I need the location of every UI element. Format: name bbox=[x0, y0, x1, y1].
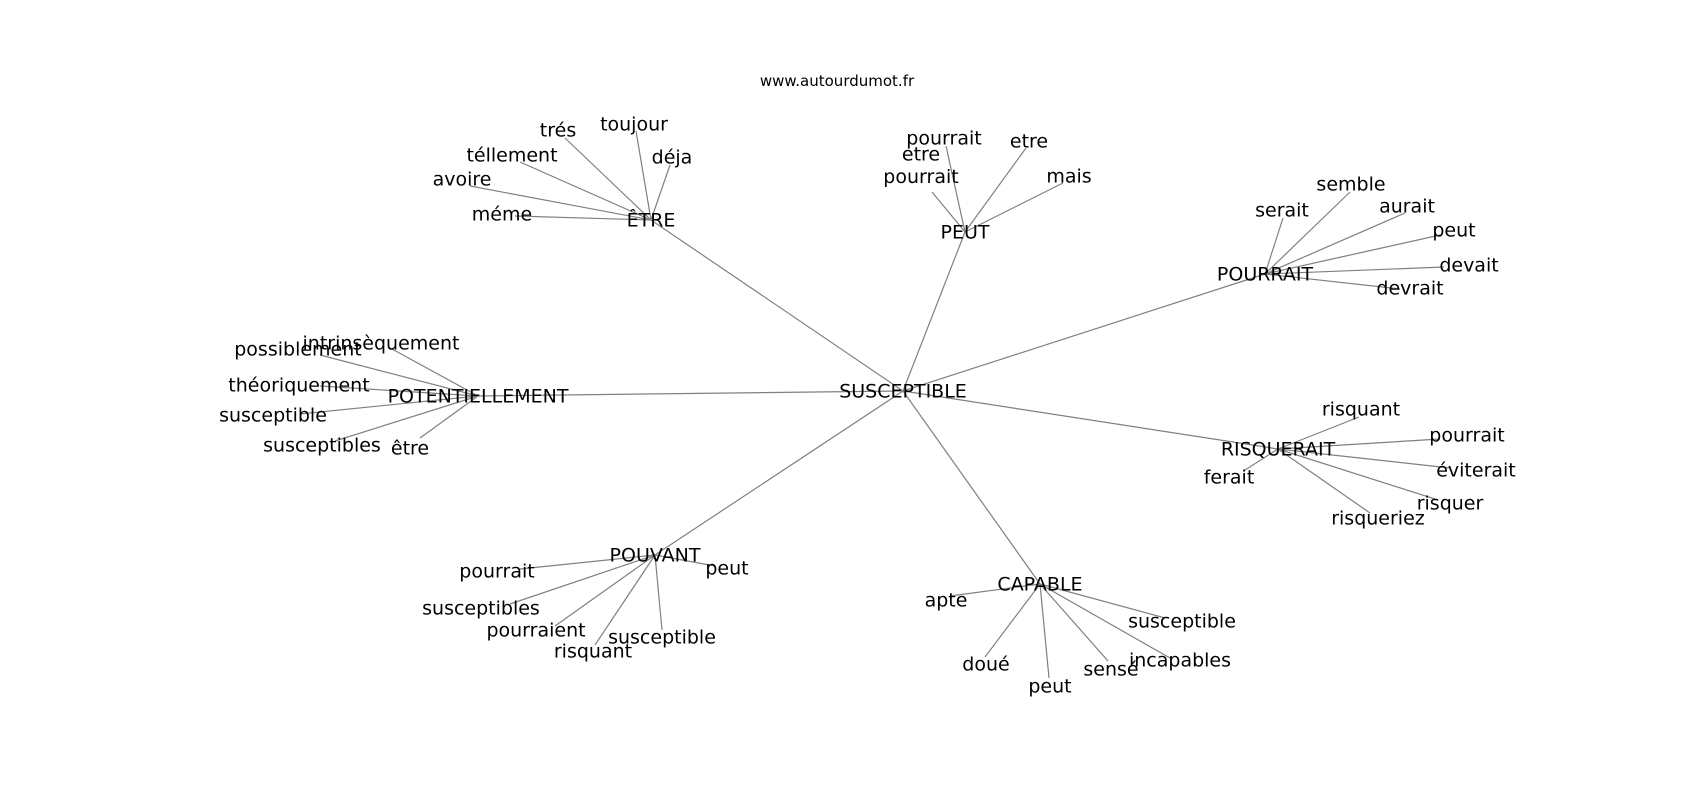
edge-risquerait-risquant bbox=[1277, 416, 1360, 450]
edge-pouvant-susceptibles bbox=[509, 554, 656, 605]
leaf-node-capable-apte: apte bbox=[925, 590, 968, 612]
edge-capable-apte bbox=[949, 583, 1041, 597]
edge-etre-deja bbox=[650, 164, 671, 221]
leaf-node-etre-avoire: avoire bbox=[433, 169, 492, 191]
leaf-node-etre-tres: trés bbox=[540, 120, 576, 142]
center-node-label: SUSCEPTIBLE bbox=[839, 381, 967, 403]
edge-pouvant-pourrait bbox=[519, 554, 656, 570]
hub-node-potentiellement: POTENTIELLEMENT bbox=[388, 386, 569, 408]
leaf-node-potentiellement-etre: être bbox=[391, 438, 429, 460]
edge-center-risquerait bbox=[902, 390, 1279, 450]
edge-etre-meme bbox=[514, 215, 652, 221]
edge-pouvant-peut bbox=[654, 554, 716, 567]
edge-risquerait-risquer bbox=[1277, 448, 1436, 500]
leaf-node-pouvant-risquant: risquant bbox=[554, 641, 632, 663]
leaf-node-pouvant-pourrait: pourrait bbox=[459, 561, 534, 583]
edge-etre-avoire bbox=[469, 185, 652, 221]
edge-potentiellement-susceptible bbox=[299, 395, 479, 415]
leaf-node-etre-toujour: toujour bbox=[600, 114, 668, 136]
leaf-node-pourrait-devrait: devrait bbox=[1376, 278, 1443, 300]
edge-capable-incapables bbox=[1039, 583, 1171, 659]
hub-node-etre: ÊTRE bbox=[627, 209, 676, 232]
leaf-node-capable-peut: peut bbox=[1028, 676, 1071, 698]
leaf-node-risquerait-risquer: risquer bbox=[1417, 493, 1484, 515]
edge-risquerait-eviterait bbox=[1277, 448, 1451, 469]
hub-node-pouvant: POUVANT bbox=[610, 545, 701, 567]
edge-etre-tres bbox=[564, 137, 652, 221]
leaf-node-pourrait-peut: peut bbox=[1432, 220, 1475, 242]
edge-potentiellement-intrinsequement bbox=[391, 348, 479, 397]
leaf-node-pouvant-susceptible: susceptible bbox=[608, 627, 716, 649]
leaf-node-pourrait-devait: devait bbox=[1439, 255, 1498, 277]
leaf-node-pouvant-peut: peut bbox=[705, 558, 748, 580]
edge-pouvant-susceptible bbox=[654, 554, 663, 631]
leaf-node-capable-doue: doué bbox=[962, 654, 1009, 676]
edge-etre-tellement bbox=[519, 161, 652, 221]
edge-pourrait-serait bbox=[1264, 217, 1284, 275]
leaf-node-capable-susceptible: susceptible bbox=[1128, 611, 1236, 633]
leaf-node-pourrait-serait: serait bbox=[1255, 200, 1309, 222]
edge-pourrait-devrait bbox=[1264, 273, 1401, 290]
leaf-node-risquerait-risquant: risquant bbox=[1322, 399, 1400, 421]
edge-center-capable bbox=[902, 390, 1041, 585]
leaf-node-peut-etre: etre bbox=[1010, 131, 1048, 153]
edge-peut-pourrait bbox=[945, 145, 966, 233]
graph-edges bbox=[299, 130, 1451, 679]
leaf-node-potentiellement-susceptible: susceptible bbox=[219, 405, 327, 427]
edge-center-pourrait bbox=[902, 273, 1266, 392]
edge-center-potentiellement bbox=[477, 390, 904, 397]
leaf-node-peut-pourrait: pourrait bbox=[906, 128, 981, 150]
edge-capable-doue bbox=[984, 583, 1041, 658]
leaf-node-potentiellement-susceptibles: susceptibles bbox=[263, 435, 381, 457]
leaf-node-capable-incapables: incapables bbox=[1129, 650, 1231, 672]
leaf-node-capable-sense: sensé bbox=[1083, 659, 1138, 681]
leaf-node-pouvant-pourraient: pourraient bbox=[486, 620, 585, 642]
edge-potentiellement-etre bbox=[419, 395, 479, 439]
leaf-node-risquerait-ferait: ferait bbox=[1204, 467, 1255, 489]
leaf-node-risquerait-risqueriez: risqueriez bbox=[1331, 508, 1425, 530]
leaf-node-etre-tellement: téllement bbox=[466, 145, 557, 167]
site-watermark: www.autourdumot.fr bbox=[759, 72, 915, 90]
leaf-node-pouvant-susceptibles: susceptibles bbox=[422, 598, 540, 620]
leaf-node-potentiellement-theoriquement: théoriquement bbox=[228, 375, 369, 397]
leaf-node-peut-mais: mais bbox=[1046, 166, 1091, 188]
leaf-node-etre-deja: déja bbox=[652, 147, 693, 169]
edge-center-pouvant bbox=[654, 390, 904, 556]
edge-center-peut bbox=[902, 231, 966, 392]
edge-capable-susceptible bbox=[1039, 583, 1166, 619]
edge-peut-etre-pourrait bbox=[931, 191, 966, 233]
hub-node-capable: CAPABLE bbox=[997, 574, 1082, 596]
hub-node-pourrait: POURRAIT bbox=[1217, 264, 1314, 286]
edge-pouvant-risquant bbox=[594, 554, 656, 646]
edge-capable-peut bbox=[1039, 583, 1050, 679]
edge-pourrait-aurait bbox=[1264, 212, 1406, 275]
edge-pourrait-devait bbox=[1264, 266, 1445, 275]
edge-pourrait-peut bbox=[1264, 234, 1441, 275]
hub-node-risquerait: RISQUERAIT bbox=[1221, 439, 1336, 461]
edge-capable-sense bbox=[1039, 583, 1109, 662]
edge-risquerait-pourrait bbox=[1277, 438, 1441, 450]
leaf-node-potentiellement-possiblement: possiblement bbox=[234, 339, 361, 361]
edge-pouvant-pourraient bbox=[554, 554, 656, 627]
graph-labels: SUSCEPTIBLE ÊTRE trés toujour téllement déja a… bbox=[219, 114, 1516, 698]
hub-node-peut: PEUT bbox=[941, 222, 990, 244]
edge-potentiellement-theoriquement bbox=[319, 385, 479, 397]
edge-center-etre bbox=[650, 219, 904, 392]
edge-peut-etre bbox=[964, 147, 1027, 233]
edge-risquerait-ferait bbox=[1244, 448, 1279, 471]
leaf-node-risquerait-eviterait: éviterait bbox=[1436, 460, 1516, 482]
leaf-node-etre-meme: méme bbox=[472, 204, 532, 226]
leaf-node-risquerait-pourrait: pourrait bbox=[1429, 425, 1504, 447]
leaf-node-pourrait-semble: semble bbox=[1316, 174, 1385, 196]
leaf-node-potentiellement-intrinsequement: intrinsèquement bbox=[303, 333, 460, 355]
edge-etre-toujour bbox=[635, 130, 652, 221]
edge-potentiellement-possiblement bbox=[319, 354, 479, 397]
edge-pourrait-semble bbox=[1264, 191, 1351, 275]
leaf-node-pourrait-aurait: aurait bbox=[1379, 196, 1435, 218]
edge-potentiellement-susceptibles bbox=[334, 395, 479, 442]
edge-risquerait-risqueriez bbox=[1277, 448, 1371, 514]
edge-peut-mais bbox=[964, 182, 1064, 233]
